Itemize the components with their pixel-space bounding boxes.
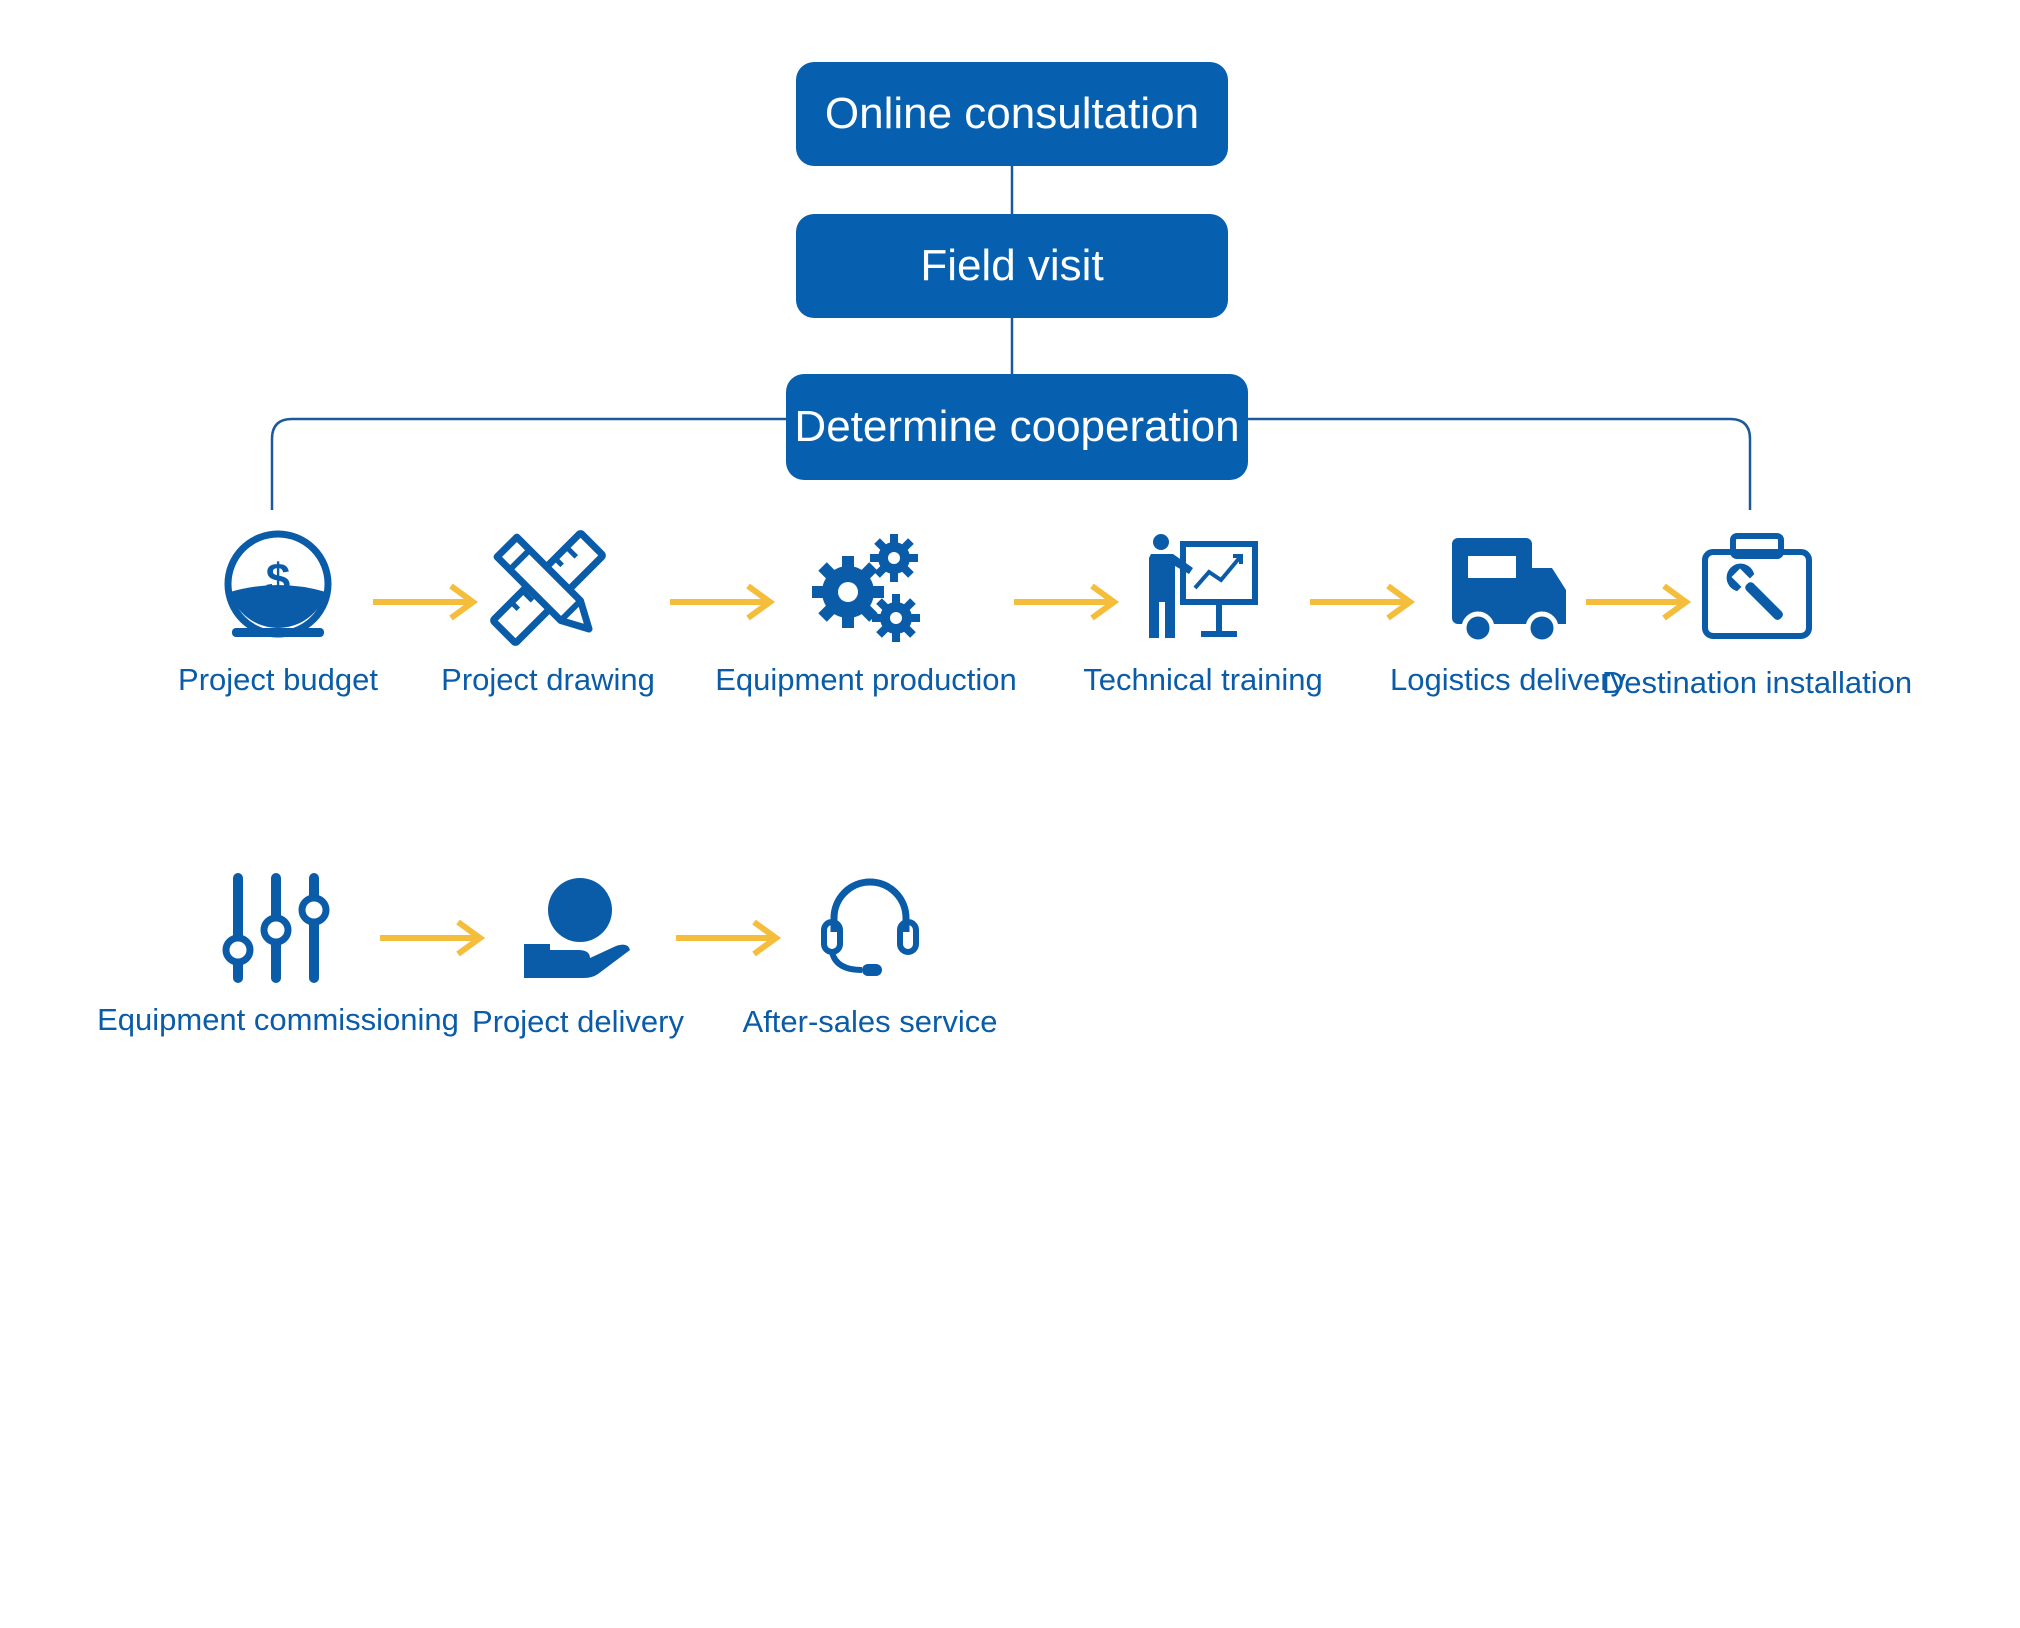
arrow-3-4: [1014, 583, 1120, 621]
step-technical-training-label: Technical training: [1083, 662, 1323, 697]
arrow-7-8: [380, 919, 486, 957]
arrow-2-3: [670, 583, 776, 621]
step-project-delivery-label: Project delivery: [472, 1004, 684, 1039]
step-equipment-commissioning-label: Equipment commissioning: [97, 1002, 459, 1037]
step-field-visit-label: Field visit: [920, 241, 1104, 290]
step-determine-cooperation-label: Determine cooperation: [794, 402, 1240, 451]
step-field-visit: Field visit: [796, 214, 1228, 318]
step-determine-cooperation: Determine cooperation: [786, 374, 1248, 480]
step-destination-installation-label: Destination installation: [1601, 665, 1913, 700]
step-project-budget-label: Project budget: [178, 662, 378, 697]
toolbox-wrench-icon: [1702, 533, 1812, 639]
arrow-1-2: [373, 583, 479, 621]
connector-determine-right: [1248, 417, 1752, 510]
step-project-drawing-label: Project drawing: [441, 662, 655, 697]
budget-dollar-icon: $: [224, 530, 332, 638]
truck-icon: [1452, 538, 1566, 645]
sliders-icon: [222, 873, 330, 983]
presentation-icon: [1149, 534, 1258, 638]
arrow-5-6: [1586, 583, 1692, 621]
connector-determine-left: [270, 417, 786, 510]
gears-icon: [812, 534, 920, 642]
headset-icon: [821, 878, 919, 976]
pencil-ruler-icon: [490, 530, 606, 646]
step-logistics-delivery-label: Logistics delivery: [1389, 662, 1627, 697]
svg-text:$: $: [266, 555, 290, 604]
step-online-consultation-label: Online consultation: [824, 89, 1200, 138]
step-after-sales-service-label: After-sales service: [742, 1004, 998, 1039]
arrow-8-9: [676, 919, 782, 957]
step-online-consultation: Online consultation: [796, 62, 1228, 166]
arrow-4-5: [1310, 583, 1416, 621]
hand-sphere-icon: [524, 878, 630, 978]
step-equipment-production-label: Equipment production: [715, 662, 1017, 697]
